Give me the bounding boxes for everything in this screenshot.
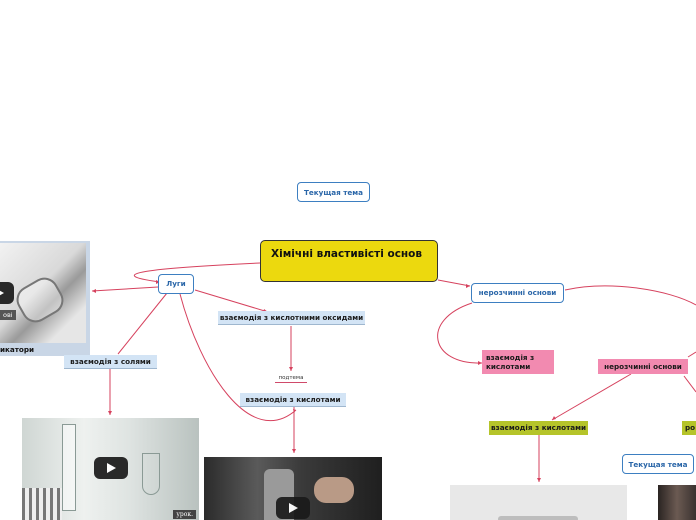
indicators-caption: икатори (0, 345, 35, 354)
acids-video[interactable] (204, 457, 382, 520)
arrow-10 (537, 478, 541, 482)
indicators-image[interactable]: ові икатори (0, 241, 90, 356)
link-root-right (437, 279, 471, 287)
insoluble-main-node[interactable]: нерозчинні основи (471, 283, 564, 303)
acid-oxides-node[interactable]: взаємодія з кислотними оксидами (218, 311, 365, 325)
play-icon[interactable] (94, 457, 128, 479)
insoluble-node[interactable]: нерозчинні основи (598, 359, 688, 374)
salts-node[interactable]: взаємодія з солями (64, 355, 157, 369)
arrow-11 (293, 409, 296, 413)
green-acids-node[interactable]: взаємодія з кислотами (489, 421, 588, 435)
arrow-6 (108, 411, 112, 415)
salts-video[interactable]: урок. (22, 418, 199, 520)
root-title: Хімічні властиві­сті основ (271, 248, 423, 260)
link-lugy-oxides (194, 289, 269, 313)
link-root-lugy (134, 262, 261, 283)
dish (498, 516, 578, 520)
green-acids-image[interactable] (450, 485, 627, 520)
lugy-node[interactable]: Луги (158, 274, 194, 294)
arrow-1 (92, 289, 96, 293)
arrow-9 (552, 416, 556, 420)
play-icon[interactable] (276, 497, 310, 519)
flask (142, 453, 160, 495)
pink-acids-node[interactable]: взаємодія з кислотами (482, 350, 554, 374)
rack (22, 488, 62, 520)
right-cut-image[interactable] (658, 485, 696, 520)
link-insoluble-green (551, 373, 632, 421)
video-watermark: урок. (173, 510, 196, 519)
arrow-8 (478, 361, 482, 365)
floating-topic-top[interactable]: Текущая тема (297, 182, 370, 202)
floating-topic-bottom[interactable]: Текущая тема (622, 454, 694, 474)
hand (314, 477, 354, 503)
left-acids-node[interactable]: взаємодія з кислотами (240, 393, 346, 407)
test-tube (62, 424, 76, 511)
green-cut-node[interactable]: ро (682, 421, 696, 435)
indicators-image-label: ові (0, 310, 16, 320)
subtopic-node[interactable]: подтема (275, 374, 307, 383)
link-right-far (564, 285, 696, 306)
root-topic[interactable]: Хімічні властиві­сті основ (260, 240, 438, 282)
arrow-7 (466, 284, 470, 288)
arrow-5 (292, 449, 296, 453)
link-lugy-image (91, 286, 159, 292)
play-icon[interactable] (0, 282, 14, 304)
link-far-insoluble (687, 351, 696, 358)
arrow-4 (289, 367, 293, 371)
link-lugy-acids (179, 293, 297, 422)
link-insoluble-right (683, 375, 696, 393)
flask-photo (0, 243, 86, 343)
link-right-pink (437, 302, 483, 364)
link-lugy-salts (117, 292, 168, 355)
